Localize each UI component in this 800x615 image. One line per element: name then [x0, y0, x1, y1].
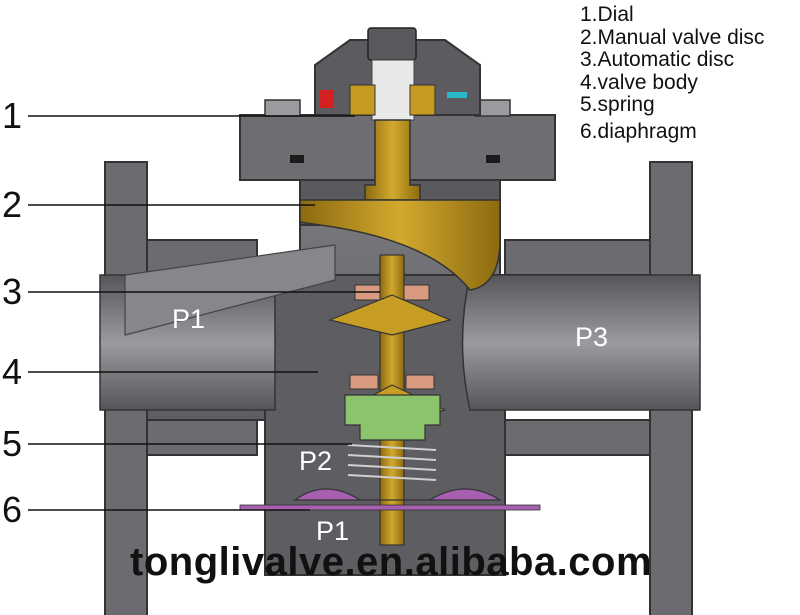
- callout-4: 4: [2, 351, 23, 392]
- callout-1: 1: [2, 95, 23, 136]
- watermark: tonglivalve.en.alibaba.com: [130, 540, 653, 584]
- legend-item-automatic-disc: 3.Automatic disc: [580, 48, 735, 71]
- outlet-pipe: [461, 274, 701, 411]
- spring-assembly: [344, 394, 441, 481]
- diaphragm: [239, 488, 541, 511]
- legend-item-diaphragm: 6.diaphragm: [580, 119, 697, 143]
- callout-2: 2: [2, 184, 23, 225]
- leader-lines: [28, 115, 380, 511]
- spring: [347, 444, 437, 481]
- legend-item-valve-body: 4.valve body: [580, 70, 698, 94]
- legend-item-dial: 1.Dial: [580, 3, 634, 26]
- legend-item-spring: 5.spring: [580, 93, 655, 116]
- pressure-label-lower: P1: [316, 516, 349, 546]
- inlet-pipe: [99, 244, 336, 411]
- pressure-label-outlet: P3: [575, 322, 608, 352]
- callout-5: 5: [2, 423, 23, 464]
- callout-6: 6: [2, 489, 23, 530]
- callout-3: 3: [2, 271, 23, 312]
- pressure-label-inlet: P1: [172, 304, 205, 334]
- pressure-label-chamber: P2: [299, 446, 332, 476]
- manual-valve-disc: [299, 59, 501, 291]
- legend-item-manual-valve-disc: 2.Manual valve disc: [580, 25, 765, 49]
- legend: 1.Dial 2.Manual valve disc 3.Automatic d…: [580, 3, 765, 143]
